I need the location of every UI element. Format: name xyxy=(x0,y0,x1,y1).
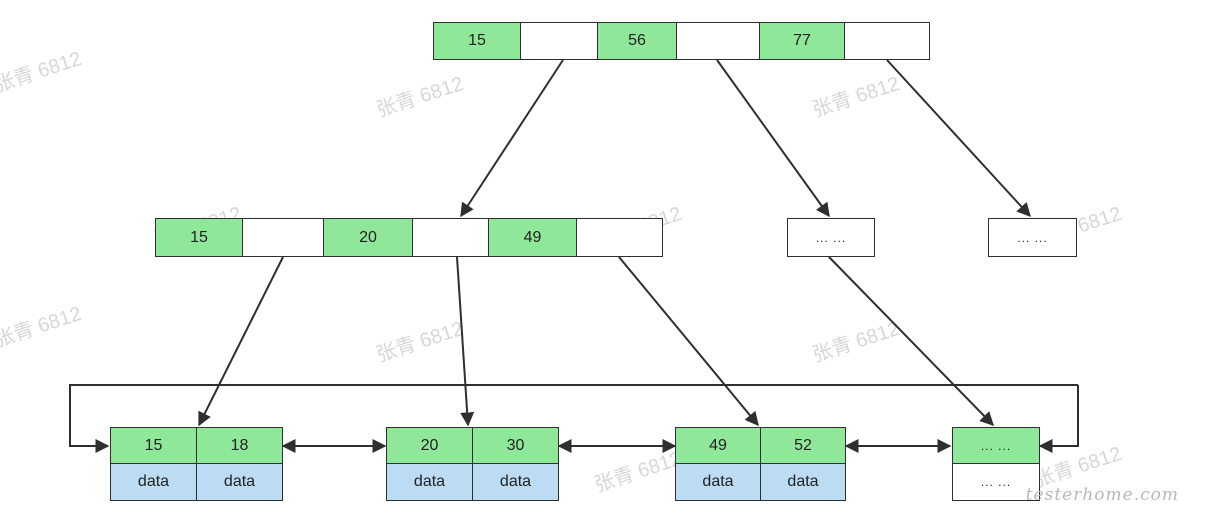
placeholder-node: ... ... xyxy=(787,218,875,257)
internal-key-cell: 15 xyxy=(155,218,243,257)
leaf-key-cell: 30 xyxy=(472,427,559,464)
leaf-data-cell: data xyxy=(196,463,283,501)
leaf-loop-left xyxy=(69,384,1078,453)
leaf-key-cell: 15 xyxy=(110,427,197,464)
root-to-placeholder-1-arrow xyxy=(716,59,830,218)
leaf-key-cell: 49 xyxy=(675,427,761,464)
leaf-data-cell: data xyxy=(760,463,846,501)
leaf-data-cell: data xyxy=(110,463,197,501)
leaf-key-cell: 20 xyxy=(386,427,473,464)
leaf-key-cell: 52 xyxy=(760,427,846,464)
root-to-internal-arrow xyxy=(460,59,564,218)
leaf-data-cell: ... ... xyxy=(952,463,1040,501)
internal-pointer-cell xyxy=(576,218,663,257)
internal-key-cell: 49 xyxy=(488,218,577,257)
root-key-cell: 77 xyxy=(759,22,845,60)
root-pointer-cell xyxy=(676,22,760,60)
root-to-placeholder-2-arrow xyxy=(886,59,1031,218)
internal-pointer-cell xyxy=(242,218,324,257)
internal-pointer-cell xyxy=(412,218,489,257)
root-key-cell: 56 xyxy=(597,22,677,60)
leaf-data-cell: data xyxy=(472,463,559,501)
internal-to-leaf-2-arrow xyxy=(456,256,475,427)
root-pointer-cell xyxy=(520,22,598,60)
leaf-key-cell: 18 xyxy=(196,427,283,464)
brand-watermark: testerhome.com xyxy=(1025,485,1179,505)
leaf-loop-right xyxy=(1038,385,1079,453)
internal-to-leaf-3-arrow xyxy=(618,256,759,427)
internal-key-cell: 20 xyxy=(323,218,413,257)
leaf-data-cell: data xyxy=(675,463,761,501)
leaf-key-cell: ... ... xyxy=(952,427,1040,464)
placeholder-node: ... ... xyxy=(988,218,1077,257)
internal-to-leaf-1-arrow xyxy=(198,256,284,427)
placeholder-to-leaf-4-arrow xyxy=(828,256,994,427)
root-key-cell: 15 xyxy=(433,22,521,60)
leaf-data-cell: data xyxy=(386,463,473,501)
root-pointer-cell xyxy=(844,22,930,60)
